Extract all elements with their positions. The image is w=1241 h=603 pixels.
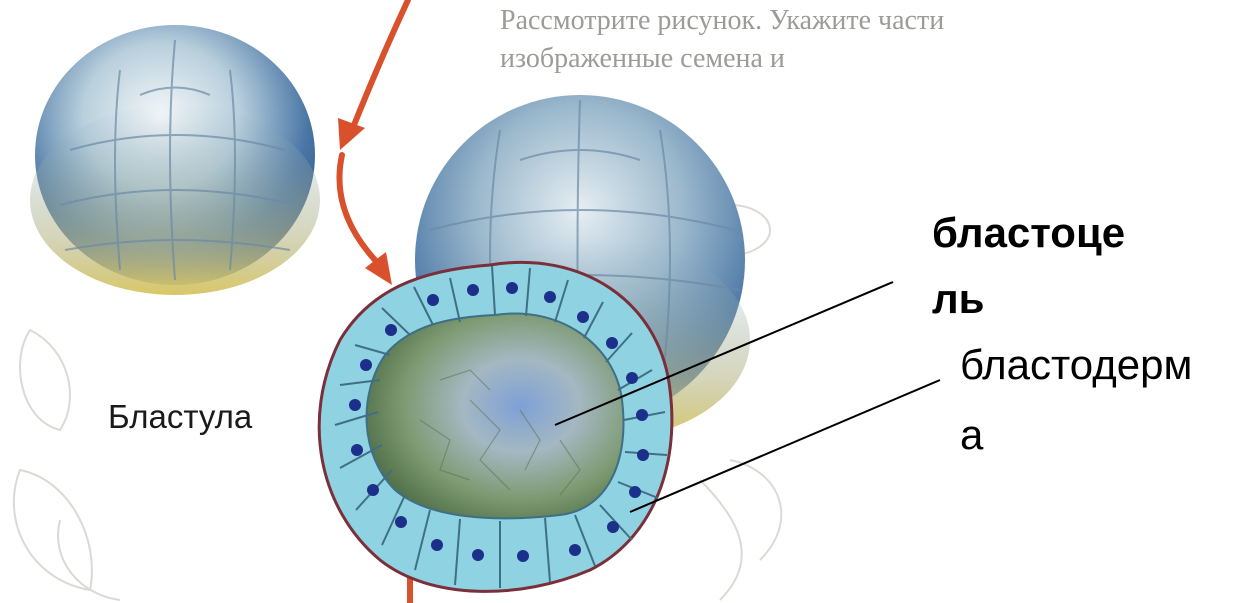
blastocoel-label-line1: бластоце xyxy=(932,200,1125,266)
blastocoel-label-line2: ль xyxy=(932,266,1125,332)
blastocoel-cavity xyxy=(367,313,624,518)
blastocoel-label: бластоце ль xyxy=(932,200,1125,332)
morula-embryo xyxy=(30,25,320,295)
blastula-cross-section xyxy=(319,262,672,591)
blastula-label: Бластула xyxy=(108,398,252,436)
blastoderm-label: бластодерм а xyxy=(960,330,1192,470)
blastoderm-label-line1: бластодерм xyxy=(960,330,1192,400)
blastoderm-label-line2: а xyxy=(960,400,1192,470)
